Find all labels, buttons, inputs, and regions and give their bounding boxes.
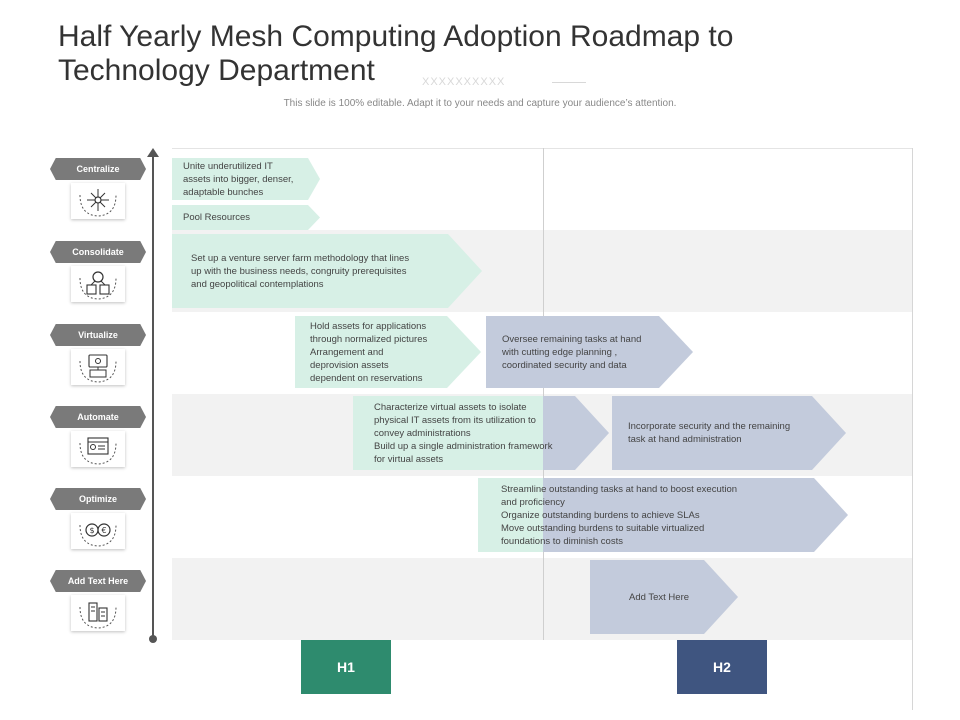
category-label: Automate	[50, 406, 146, 428]
task-text: Set up a venture server farm methodology…	[191, 252, 410, 290]
svg-text:$: $	[89, 526, 94, 535]
task-characterize-assets: Characterize virtual assets to isolate p…	[353, 396, 609, 470]
svg-text:€: €	[101, 526, 106, 535]
task-server-farm: Set up a venture server farm methodology…	[172, 234, 482, 308]
axis-end-dot	[149, 635, 157, 643]
hub-network-icon	[71, 183, 125, 219]
task-text: Characterize virtual assets to isolate p…	[374, 401, 553, 465]
task-hold-assets: Hold assets for applications through nor…	[295, 316, 481, 388]
task-text: Streamline outstanding tasks at hand to …	[501, 483, 738, 547]
task-text: Hold assets for applications through nor…	[310, 320, 428, 384]
row-band-add-text	[172, 558, 912, 640]
page-subtitle: This slide is 100% editable. Adapt it to…	[283, 98, 677, 109]
task-pool-resources: Pool Resources	[172, 205, 320, 230]
category-label: Centralize	[50, 158, 146, 180]
task-add-text: Add Text Here	[590, 560, 738, 634]
buildings-icon	[71, 595, 125, 631]
category-label: Virtualize	[50, 324, 146, 346]
placeholder-mark: XXXXXXXXXX	[422, 76, 506, 88]
half-h2-label: H2	[677, 640, 767, 694]
category-label: Add Text Here	[50, 570, 146, 592]
grid-top-line	[172, 148, 912, 149]
grid-right-line	[912, 148, 913, 710]
category-label: Consolidate	[50, 241, 146, 263]
task-text: Pool Resources	[183, 212, 251, 223]
timeline-axis	[152, 156, 154, 638]
task-text: Add Text Here	[629, 591, 690, 603]
server-cluster-icon	[71, 266, 125, 302]
axis-arrow-icon	[147, 148, 159, 157]
category-label: Optimize	[50, 488, 146, 510]
task-text: Incorporate security and the remaining t…	[628, 421, 791, 445]
optimize-coins-icon: $ €	[71, 513, 125, 549]
task-incorporate-security: Incorporate security and the remaining t…	[612, 396, 846, 470]
half-h1-label: H1	[301, 640, 391, 694]
task-text: Unite underutilized IT assets into bigge…	[183, 160, 294, 198]
title-rule	[552, 82, 586, 83]
half-divider-line	[543, 148, 544, 640]
page-title: Half Yearly Mesh Computing Adoption Road…	[58, 20, 734, 87]
task-unite-assets: Unite underutilized IT assets into bigge…	[172, 158, 320, 200]
task-oversee-tasks: Oversee remaining tasks at hand with cut…	[486, 316, 693, 388]
task-streamline-workloads: Streamline outstanding tasks at hand to …	[478, 478, 848, 552]
virtual-machine-icon	[71, 349, 125, 385]
task-text: Oversee remaining tasks at hand with cut…	[502, 333, 642, 371]
automation-dashboard-icon	[71, 431, 125, 467]
